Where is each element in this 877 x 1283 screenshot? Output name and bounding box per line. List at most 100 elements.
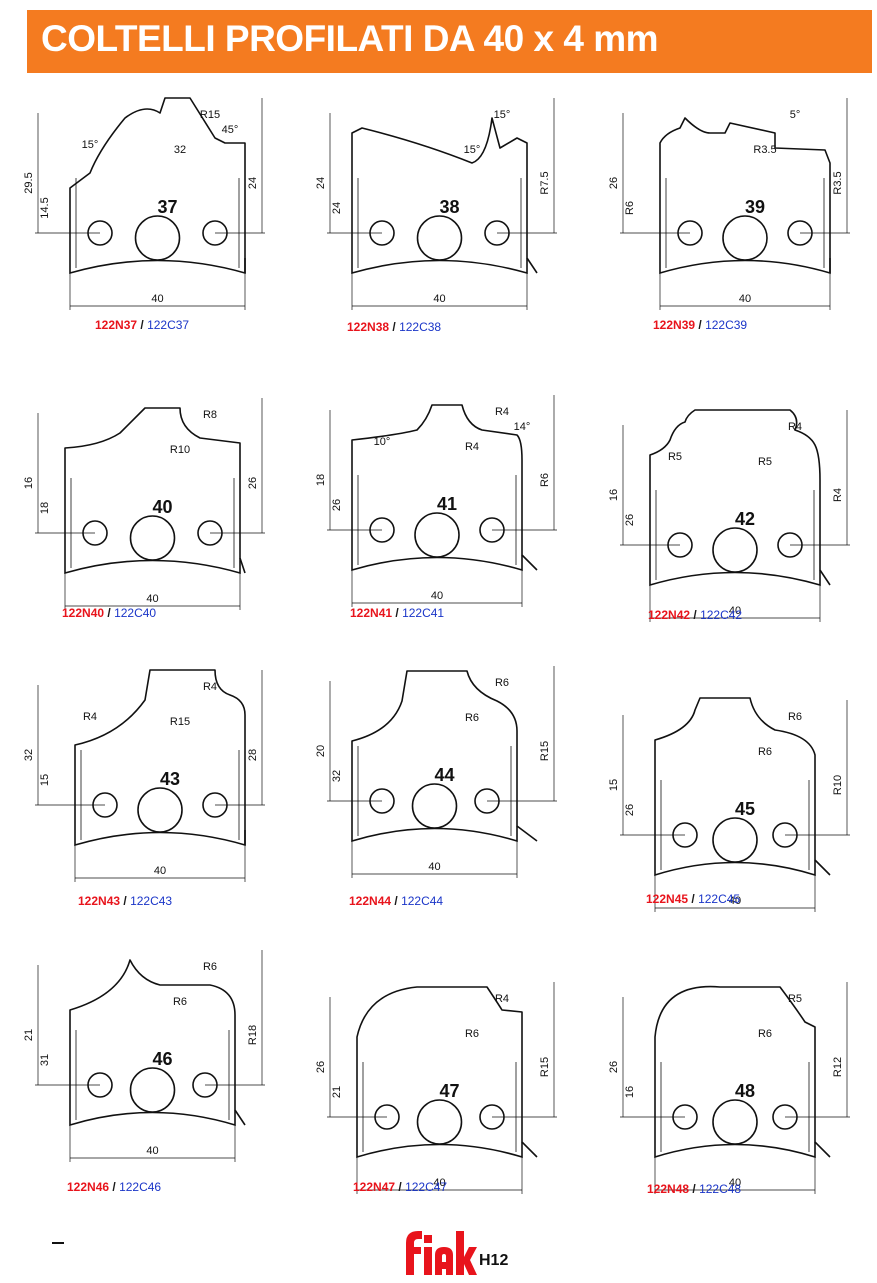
dimension-label: R18 [247, 1025, 259, 1045]
dimension-label: R6 [495, 677, 509, 689]
dimension-label: R6 [173, 996, 187, 1008]
dimension-label: R4 [788, 421, 802, 433]
dimension-label: R5 [758, 456, 772, 468]
dimension-label: 40 [433, 1177, 445, 1189]
code-c: 122C45 [698, 892, 741, 906]
dimension-label: R3.5 [753, 144, 776, 156]
knife-outline [64, 407, 246, 574]
hole-center [411, 783, 458, 829]
knife-outline [654, 985, 831, 1158]
hole-center [129, 1067, 176, 1113]
code-separator: / [137, 318, 148, 332]
code-n: 122N38 [347, 320, 390, 334]
dimension-label: 15 [39, 774, 51, 786]
dimension-label: R6 [758, 746, 772, 758]
dimension-label: 40 [739, 293, 751, 305]
dimension-label: 40 [729, 605, 741, 617]
dimension-label: R15 [200, 109, 220, 121]
page-title: COLTELLI PROFILATI DA 40 x 4 mm [41, 18, 659, 59]
dimension-label: 32 [331, 770, 343, 782]
dimension-label: 40 [729, 895, 741, 907]
dimension-label: 14° [514, 421, 531, 433]
code-c: 122C39 [705, 318, 748, 332]
dimension-label: 18 [315, 474, 327, 486]
knife-number: 48 [735, 1081, 755, 1101]
code-c: 122C41 [402, 606, 445, 620]
knife-number: 41 [437, 494, 457, 514]
dimension-label: 21 [23, 1029, 35, 1041]
knife-outline [351, 117, 538, 274]
code-separator: / [695, 318, 706, 332]
hole-center [416, 1099, 463, 1145]
code-c: 122C43 [130, 894, 173, 908]
knife-code-41: 122N41 / 122C41 [350, 606, 444, 620]
code-n: 122N47 [353, 1180, 396, 1194]
dimension-label: 29.5 [23, 172, 35, 193]
knife-code-44: 122N44 / 122C44 [349, 894, 443, 908]
code-c: 122C47 [405, 1180, 448, 1194]
knife-number: 46 [152, 1049, 172, 1069]
dimension-label: R4 [832, 488, 844, 502]
dimension-label: R6 [788, 711, 802, 723]
knife-number: 45 [735, 799, 755, 819]
knife-code-37: 122N37 / 122C37 [95, 318, 189, 332]
knife-number: 42 [735, 509, 755, 529]
code-separator: / [389, 320, 400, 334]
dimension-label: R15 [539, 741, 551, 761]
dimension-label: R10 [170, 444, 190, 456]
code-n: 122N39 [653, 318, 696, 332]
dimension-label: R4 [495, 406, 509, 418]
dimension-label: 26 [624, 514, 636, 526]
dimension-label: R6 [465, 712, 479, 724]
knife-outline [69, 97, 246, 273]
dimension-label: 18 [39, 502, 51, 514]
knife-number: 37 [157, 197, 177, 217]
knife-code-39: 122N39 / 122C39 [653, 318, 747, 332]
code-n: 122N44 [349, 894, 392, 908]
dimension-label: 26 [608, 177, 620, 189]
dimension-label: R4 [465, 441, 479, 453]
dimension-label: 40 [154, 865, 166, 877]
code-c: 122C46 [119, 1180, 162, 1194]
dimension-label: 15° [82, 139, 99, 151]
knife-outline [351, 670, 538, 842]
hole-center [137, 787, 183, 833]
dimension-label: 26 [331, 499, 343, 511]
dimension-label: 21 [331, 1086, 343, 1098]
dimension-label: 26 [247, 477, 259, 489]
dimension-label: 16 [23, 477, 35, 489]
dimension-label: R7.5 [539, 171, 551, 194]
dimension-label: 14.5 [39, 197, 51, 218]
knife-outline [654, 697, 831, 876]
code-n: 122N45 [646, 892, 689, 906]
dimension-label: 24 [315, 177, 327, 189]
code-n: 122N40 [62, 606, 105, 620]
dimension-label: R15 [170, 716, 190, 728]
hole-center [712, 817, 758, 863]
dimension-label: 40 [431, 590, 443, 602]
dimension-label: 40 [729, 1177, 741, 1189]
dimension-label: 45° [222, 124, 239, 136]
knife-code-43: 122N43 / 122C43 [78, 894, 172, 908]
dimension-label: 26 [608, 1061, 620, 1073]
knife-number: 39 [745, 197, 765, 217]
knife-outline [69, 959, 246, 1126]
dimension-label: 40 [433, 293, 445, 305]
dimension-label: 40 [151, 293, 163, 305]
knife-code-40: 122N40 / 122C40 [62, 606, 156, 620]
hole-center [712, 1099, 758, 1145]
dimension-label: 40 [146, 1145, 158, 1157]
dimension-label: R5 [788, 993, 802, 1005]
code-c: 122C38 [399, 320, 442, 334]
